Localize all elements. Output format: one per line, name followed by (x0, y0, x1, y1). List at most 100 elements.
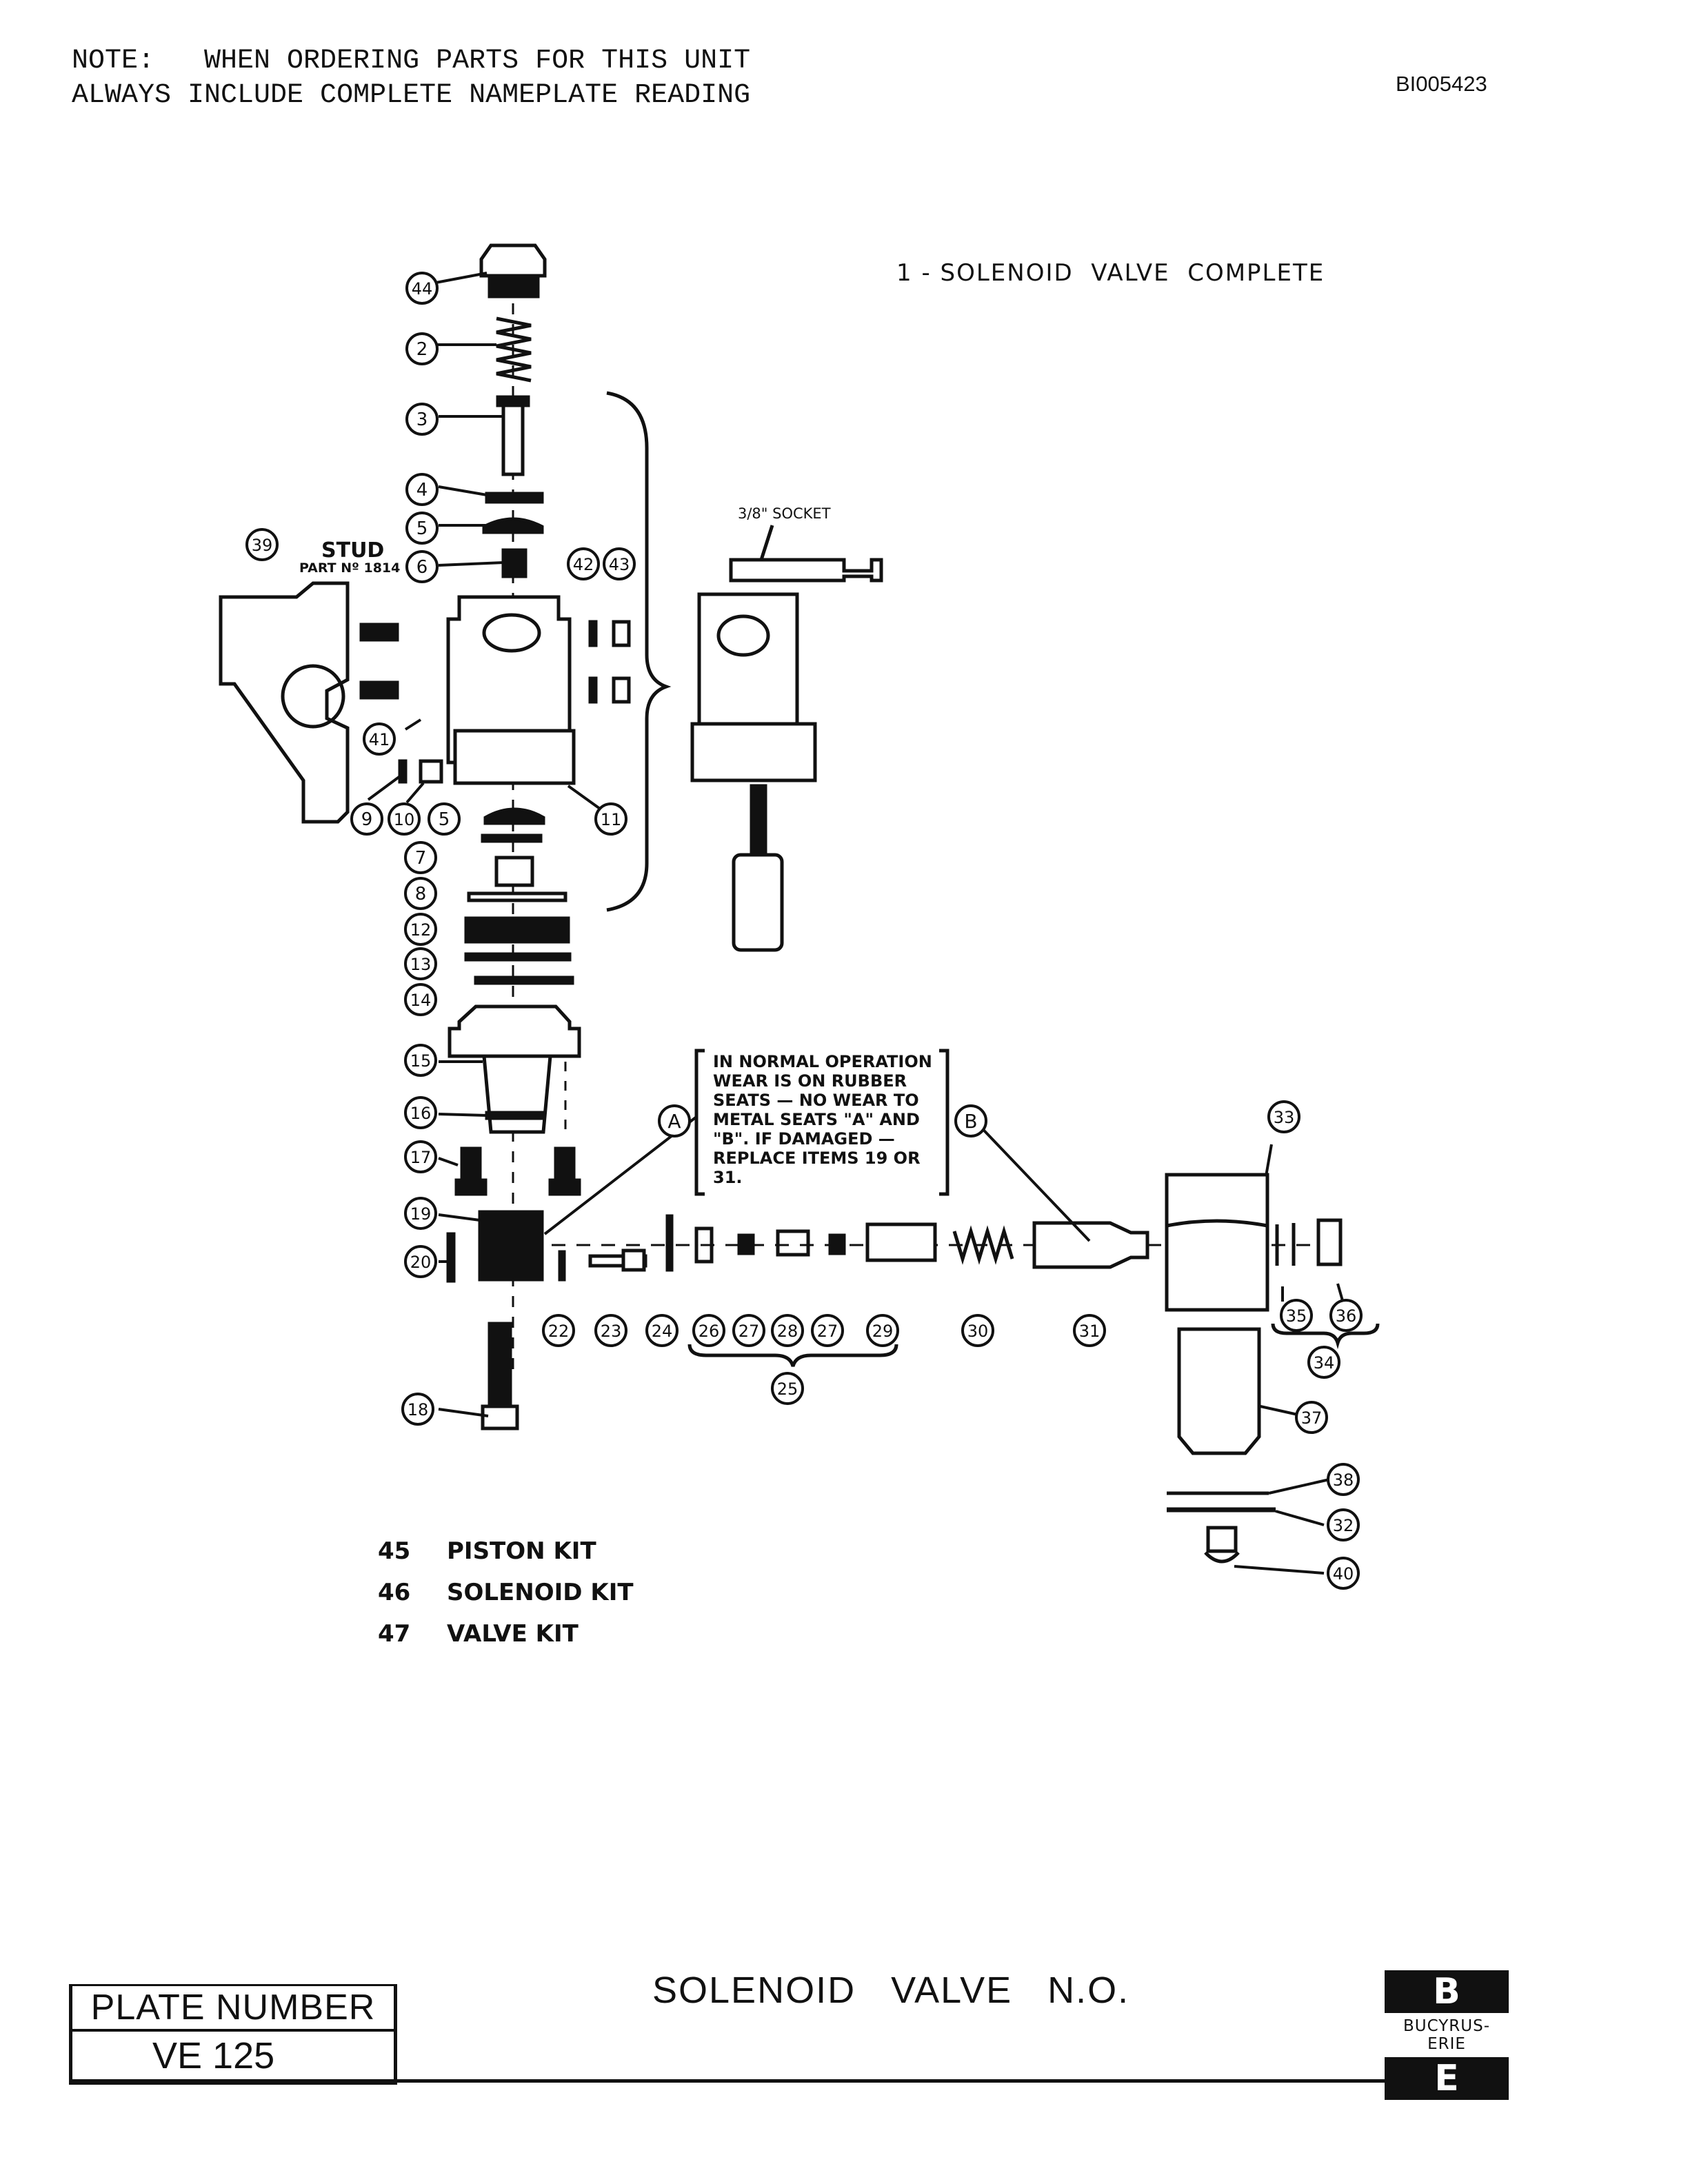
callout-line: 31. (713, 1168, 743, 1187)
screw-40 (1204, 1526, 1240, 1564)
part-bubble (404, 1096, 437, 1129)
part-bubble (363, 722, 396, 756)
plate-number-label: PLATE NUMBER (72, 1986, 394, 2032)
kit-name: SOLENOID KIT (447, 1579, 634, 1606)
logo-letter-e: E (1434, 2058, 1459, 2099)
plate-number-box: PLATE NUMBER VE 125 (69, 1984, 397, 2085)
part-bubble (405, 332, 439, 365)
ring-13 (464, 952, 572, 962)
diaphragm-12 (464, 916, 570, 944)
part-number-label: 13 (410, 955, 432, 974)
complete-assembly-label: 1 - SOLENOID VALVE COMPLETE (896, 259, 1325, 287)
part-number-label: 10 (394, 810, 415, 829)
part-bubble (645, 1314, 679, 1347)
part-number-label: 24 (652, 1322, 673, 1341)
kit-number: 46 (378, 1579, 411, 1606)
cover-15 (448, 1004, 581, 1058)
part-number-label: 29 (872, 1322, 894, 1341)
note-line-1: NOTE: WHEN ORDERING PARTS FOR THIS UNIT (72, 46, 751, 77)
part-bubble (404, 841, 437, 874)
assembly-brace (606, 391, 672, 912)
plunger-3 (501, 396, 525, 476)
part-bubble (401, 1393, 434, 1426)
part-bubble (1295, 1401, 1328, 1434)
part-number-label: 44 (412, 279, 433, 299)
seat-31 (1032, 1221, 1149, 1269)
socket-wrench (729, 558, 883, 583)
part-number-label: 18 (408, 1400, 429, 1419)
part-number-label: 15 (410, 1051, 432, 1071)
part-number-label: 38 (1333, 1470, 1354, 1490)
callout-line: REPLACE ITEMS 19 OR (713, 1149, 921, 1168)
part-number-label: 31 (1079, 1322, 1101, 1341)
part-bubble (961, 1314, 994, 1347)
part-bubble (405, 550, 439, 583)
part-bubble (428, 802, 461, 836)
seat-b-label: B (964, 1110, 977, 1133)
part-bubble (567, 547, 600, 580)
bucyrus-erie-logo: B BUCYRUS-ERIE E (1385, 1970, 1509, 2100)
part-number-label: 26 (699, 1322, 720, 1341)
part-number-label: 8 (415, 884, 427, 904)
part-bubble (811, 1314, 844, 1347)
part-number-label: 7 (415, 848, 427, 869)
part-number-label: 3 (416, 410, 428, 430)
part-bubble (1327, 1508, 1360, 1541)
sleeve-29 (865, 1222, 937, 1262)
part-number-label: 33 (1274, 1108, 1295, 1127)
part-number-label: 14 (410, 991, 432, 1010)
part-number-label: 25 (777, 1379, 798, 1399)
part-bubble (404, 913, 437, 946)
ring-14 (474, 975, 574, 985)
seal-5 (482, 517, 544, 534)
part-bubble (405, 403, 439, 436)
seal-27a (737, 1233, 755, 1255)
stud-lower (359, 680, 399, 700)
logo-mark-bottom: E (1385, 2057, 1509, 2100)
kit-number: 47 (378, 1620, 411, 1648)
disc-8 (467, 891, 567, 902)
solenoid-coil-33 (1165, 1173, 1269, 1312)
part-bubble (404, 877, 437, 910)
gasket-20 (446, 1232, 456, 1283)
part-number-label: 9 (361, 809, 373, 830)
part-bubble (404, 1140, 437, 1173)
stud-part-label: PART Nº 1814 (299, 560, 400, 576)
part-bubble (1327, 1557, 1360, 1590)
body-port (482, 613, 541, 653)
part-number-label: 35 (1286, 1306, 1307, 1326)
part-bubble (405, 272, 439, 305)
part-bubble (1327, 1463, 1360, 1496)
tube-6 (501, 548, 528, 578)
part-number-label: 36 (1336, 1306, 1357, 1326)
kit-row: 46 SOLENOID KIT (378, 1579, 634, 1620)
seat-markers: A B (658, 1104, 987, 1138)
callout-line: "B". IF DAMAGED — (713, 1129, 895, 1149)
kit-row: 45 PISTON KIT (378, 1537, 634, 1579)
plate-number-value: VE 125 (152, 2035, 275, 2076)
stud-upper (359, 623, 399, 642)
part-number-label: 41 (369, 730, 390, 749)
note-line-2: ALWAYS INCLUDE COMPLETE NAMEPLATE READIN… (72, 80, 751, 111)
part-number-label: 37 (1301, 1408, 1323, 1428)
part-number-label: 6 (416, 557, 428, 578)
kit-number: 45 (378, 1537, 411, 1565)
part-number-label: 16 (410, 1104, 432, 1123)
seal-27b (828, 1233, 846, 1255)
part-number-label: 39 (252, 536, 273, 555)
kit-name: PISTON KIT (447, 1537, 596, 1565)
part-bubble (404, 983, 437, 1016)
part-number-label: 23 (601, 1322, 622, 1341)
part-number-label: 11 (601, 810, 622, 829)
part-bubble (1267, 1100, 1300, 1133)
part-number-label: 22 (548, 1322, 570, 1341)
part-number-label: 12 (410, 920, 432, 940)
part-bubble (1280, 1299, 1313, 1332)
part-bubble (771, 1372, 804, 1405)
screwdriver-handle (732, 853, 784, 952)
part-bubble (603, 547, 636, 580)
part-number-label: 40 (1333, 1564, 1354, 1584)
